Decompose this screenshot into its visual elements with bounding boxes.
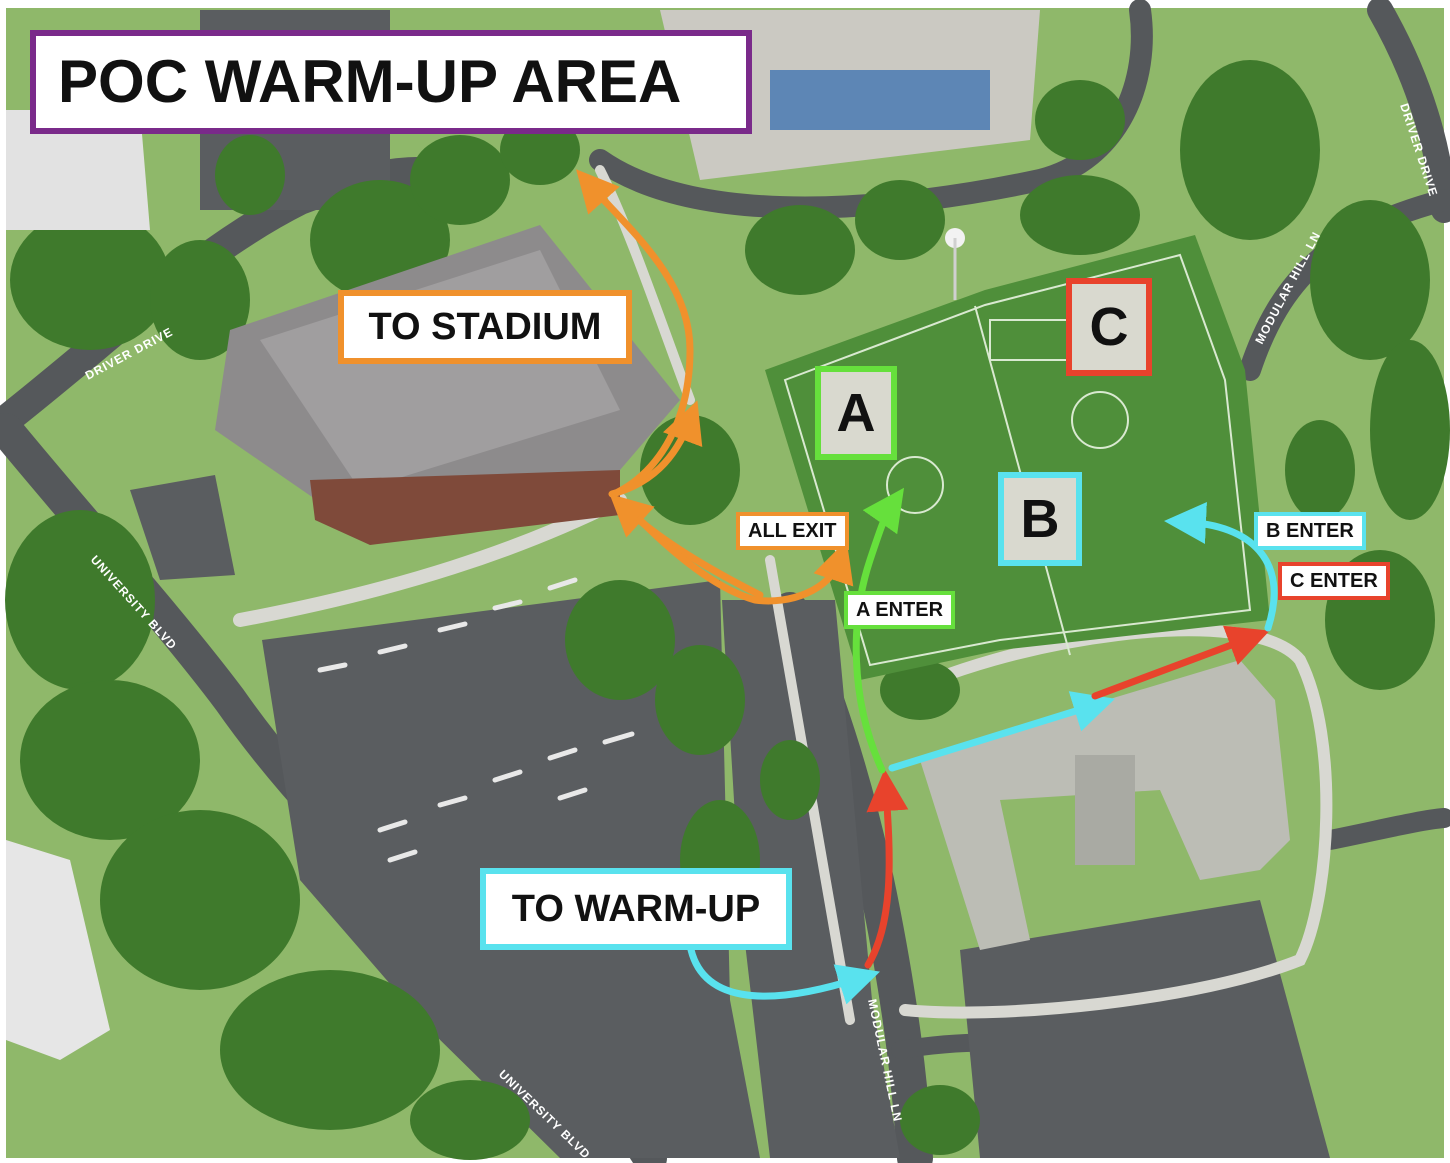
- parking-stripes: [317, 577, 635, 863]
- arrow-cyan-east: [888, 691, 1116, 772]
- to-warmup-label: TO WARM-UP: [480, 868, 792, 950]
- parking-lot-west: [130, 475, 235, 580]
- arrow-to-stadium: [576, 169, 694, 496]
- arrow-red-up: [864, 769, 909, 969]
- arrow-all-exit-right: [636, 516, 854, 605]
- c-enter-label: C ENTER: [1278, 562, 1390, 600]
- arrow-stadium-branch: [608, 400, 703, 498]
- arrow-to-warmup: [686, 941, 881, 1005]
- arrow-b-enter: [1164, 502, 1278, 632]
- map-title: POC WARM-UP AREA: [30, 30, 752, 134]
- road-driver-drive-east: [1367, 0, 1450, 223]
- zone-b-label: B: [998, 472, 1082, 566]
- parking-lot-southeast: [960, 900, 1330, 1158]
- building-stadium-wall: [310, 470, 620, 545]
- parking-lot-narrow: [722, 600, 900, 1158]
- arrow-red-east: [1091, 625, 1270, 700]
- road-east-loop: [1320, 808, 1450, 850]
- zone-c-label: C: [1066, 278, 1152, 376]
- road-north-loop: [589, 0, 1153, 219]
- b-enter-label: B ENTER: [1254, 512, 1366, 550]
- building-arena-dome: [6, 110, 150, 230]
- to-stadium-label: TO STADIUM: [338, 290, 632, 364]
- building-dorm-center: [1075, 755, 1135, 865]
- zone-a-label: A: [815, 366, 897, 460]
- building-arena-left: [6, 840, 110, 1060]
- all-exit-label: ALL EXIT: [736, 512, 849, 550]
- building-north-windows: [770, 70, 990, 130]
- a-enter-label: A ENTER: [844, 591, 956, 629]
